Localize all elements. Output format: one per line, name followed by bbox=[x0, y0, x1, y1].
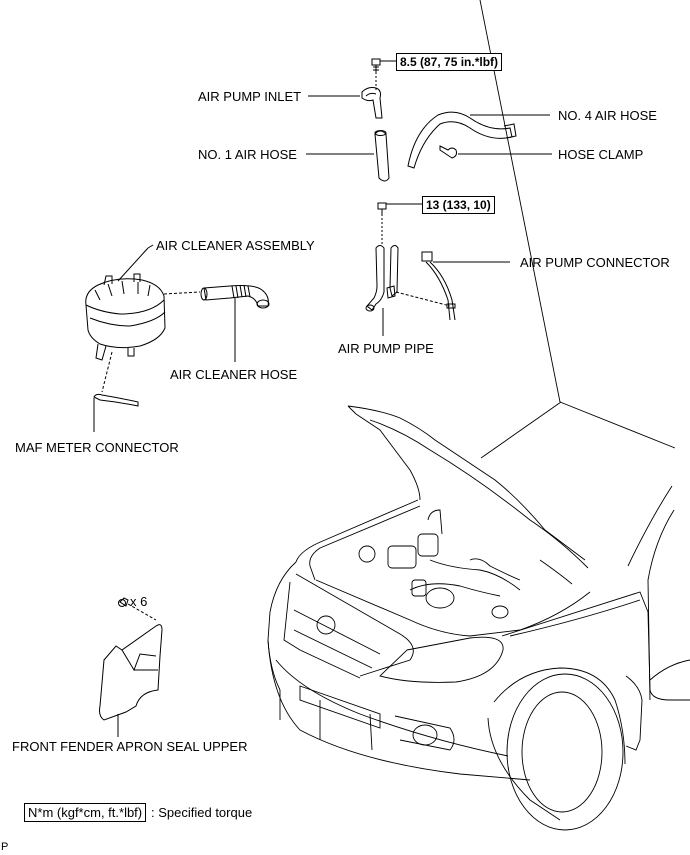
label-quantity: x 6 bbox=[130, 594, 148, 609]
air-cleaner-hose-part bbox=[201, 285, 269, 362]
maf-meter-connector-part bbox=[94, 394, 138, 432]
hose-clamp-part bbox=[440, 146, 552, 158]
torque-spec-inlet-bolt: 8.5 (87, 75 in.*lbf) bbox=[396, 53, 503, 71]
figure-code: P bbox=[1, 841, 9, 853]
label-no1-air-hose: NO. 1 AIR HOSE bbox=[198, 147, 297, 162]
label-hose-clamp: HOSE CLAMP bbox=[558, 147, 644, 162]
label-front-fender-apron-seal-upper: FRONT FENDER APRON SEAL UPPER bbox=[12, 739, 248, 754]
legend-description: : Specified torque bbox=[151, 805, 253, 820]
label-air-pump-pipe: AIR PUMP PIPE bbox=[338, 341, 434, 356]
label-air-pump-connector: AIR PUMP CONNECTOR bbox=[520, 255, 670, 270]
label-air-pump-inlet: AIR PUMP INLET bbox=[198, 89, 302, 104]
front-fender-apron-seal-part bbox=[100, 598, 163, 737]
air-pump-pipe-part bbox=[366, 246, 450, 337]
bolt-inlet-icon bbox=[372, 59, 396, 92]
no4-air-hose-part bbox=[408, 112, 550, 168]
air-pump-inlet-part bbox=[308, 88, 382, 119]
bolt-pipe-icon bbox=[378, 203, 422, 245]
label-maf-meter-connector: MAF METER CONNECTOR bbox=[15, 440, 179, 455]
label-air-cleaner-hose: AIR CLEANER HOSE bbox=[170, 367, 298, 382]
torque-spec-pipe-bolt: 13 (133, 10) bbox=[422, 196, 495, 214]
vehicle-illustration bbox=[268, 0, 690, 830]
air-cleaner-assembly-part bbox=[86, 245, 200, 392]
air-pump-connector-part bbox=[422, 252, 510, 320]
label-no4-air-hose: NO. 4 AIR HOSE bbox=[558, 108, 657, 123]
no1-air-hose-part bbox=[306, 131, 389, 182]
label-air-cleaner-assembly: AIR CLEANER ASSEMBLY bbox=[156, 238, 315, 253]
legend-torque-unit-box: N*m (kgf*cm, ft.*lbf) bbox=[24, 803, 147, 822]
